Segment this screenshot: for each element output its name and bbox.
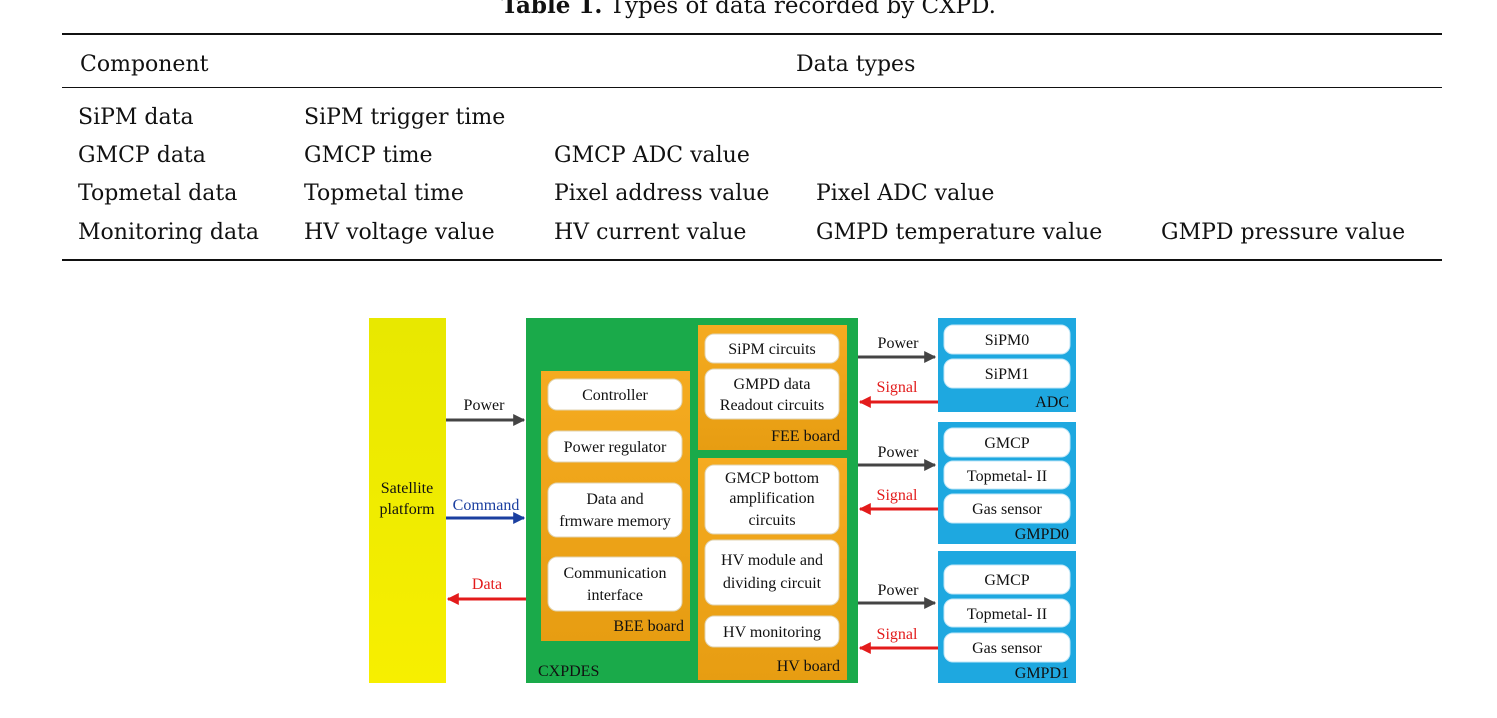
gmpd1-gas-sensor-label: Gas sensor	[972, 640, 1042, 657]
hv-monitoring-box	[704, 615, 840, 648]
adc-power-label: Power	[878, 335, 920, 352]
gmcp-amplification-label-1: GMCP bottom	[725, 470, 820, 487]
table-top-rule	[62, 33, 1442, 35]
table-bottom-rule	[62, 259, 1442, 261]
gmcp-amplification-box	[704, 464, 840, 535]
satellite-label-2: platform	[379, 501, 435, 518]
table-caption: Table 1. Types of data recorded by CXPD.	[0, 0, 1497, 19]
sipm-circuits-box	[704, 333, 840, 364]
power-label: Power	[464, 397, 506, 414]
satellite-label-1: Satellite	[381, 480, 433, 497]
fee-board-label: FEE board	[771, 428, 840, 445]
gmpd0-gas-sensor-label: Gas sensor	[972, 501, 1042, 518]
controller-box	[547, 378, 683, 411]
communication-interface-label-2: interface	[587, 587, 643, 604]
communication-interface-label-1: Communication	[563, 565, 666, 582]
gmpd1-gas-sensor-box	[943, 632, 1071, 663]
table-cell: Monitoring data	[78, 220, 260, 245]
power-regulator-box	[547, 430, 683, 463]
table-cell: Topmetal time	[304, 181, 464, 206]
communication-interface-box	[547, 556, 683, 612]
controller-label: Controller	[582, 387, 648, 404]
header-component: Component	[80, 52, 209, 77]
table-cell: Topmetal data	[78, 181, 238, 206]
gmpd1-signal-label: Signal	[877, 626, 918, 643]
gmpd-readout-label-1: GMPD data	[734, 376, 811, 393]
gmpd1-topmetal-label: Topmetal- II	[967, 606, 1047, 623]
gmpd1-gmcp-label: GMCP	[984, 572, 1029, 589]
table-cell: GMCP ADC value	[554, 143, 750, 168]
table-cell: HV voltage value	[304, 220, 495, 245]
data-label: Data	[472, 576, 502, 593]
gmpd0-gmcp-box	[943, 427, 1071, 458]
table-cell: GMCP time	[304, 143, 433, 168]
sipm1-box	[943, 358, 1071, 389]
hv-board-label: HV board	[777, 658, 840, 675]
adc-signal-label: Signal	[877, 379, 918, 396]
gmpd0-gas-sensor-box	[943, 493, 1071, 524]
table-cell: GMCP data	[78, 143, 206, 168]
power-regulator-label: Power regulator	[564, 439, 667, 456]
sipm0-box	[943, 324, 1071, 355]
table-header-rule	[62, 87, 1442, 88]
table-label: Table 1.	[501, 0, 603, 19]
hv-module-label-2: dividing circuit	[723, 575, 822, 592]
firmware-memory-box	[547, 482, 683, 538]
header-data-types: Data types	[796, 52, 916, 77]
hv-module-box	[704, 539, 840, 606]
table-caption-text: Types of data recorded by CXPD.	[609, 0, 996, 19]
gmpd-readout-box	[704, 368, 840, 420]
gmpd0-gmcp-label: GMCP	[984, 435, 1029, 452]
gmpd0-power-label: Power	[878, 444, 920, 461]
command-label: Command	[453, 497, 520, 514]
table-cell: Pixel ADC value	[816, 181, 995, 206]
gmpd1-power-label: Power	[878, 582, 920, 599]
bee-board-label: BEE board	[613, 618, 684, 635]
gmcp-amplification-label-2: amplification	[729, 490, 814, 507]
table-cell: GMPD temperature value	[816, 220, 1103, 245]
table-cell: GMPD pressure value	[1161, 220, 1406, 245]
table-cell: HV current value	[554, 220, 747, 245]
gmpd0-topmetal-label: Topmetal- II	[967, 468, 1047, 485]
gmpd0-label: GMPD0	[1015, 526, 1069, 543]
gmcp-amplification-label-3: circuits	[748, 512, 795, 529]
sipm0-label: SiPM0	[985, 332, 1029, 349]
adc-label: ADC	[1035, 394, 1069, 411]
gmpd1-topmetal-box	[943, 598, 1071, 628]
table-cell: SiPM trigger time	[304, 105, 506, 130]
gmpd0-signal-label: Signal	[877, 487, 918, 504]
satellite-platform-block	[369, 318, 446, 683]
gmpd0-topmetal-box	[943, 460, 1071, 490]
sipm1-label: SiPM1	[985, 366, 1029, 383]
gmpd1-label: GMPD1	[1015, 665, 1069, 682]
firmware-memory-label-1: Data and	[586, 491, 643, 508]
hv-module-label-1: HV module and	[721, 552, 823, 569]
table-cell: Pixel address value	[554, 181, 770, 206]
gmpd-readout-label-2: Readout circuits	[720, 397, 824, 414]
gmpd1-gmcp-box	[943, 564, 1071, 595]
sipm-circuits-label: SiPM circuits	[728, 341, 816, 358]
hv-monitoring-label: HV monitoring	[723, 624, 821, 641]
firmware-memory-label-2: frmware memory	[559, 513, 671, 530]
table-cell: SiPM data	[78, 105, 194, 130]
cxpdes-label: CXPDES	[538, 663, 599, 680]
